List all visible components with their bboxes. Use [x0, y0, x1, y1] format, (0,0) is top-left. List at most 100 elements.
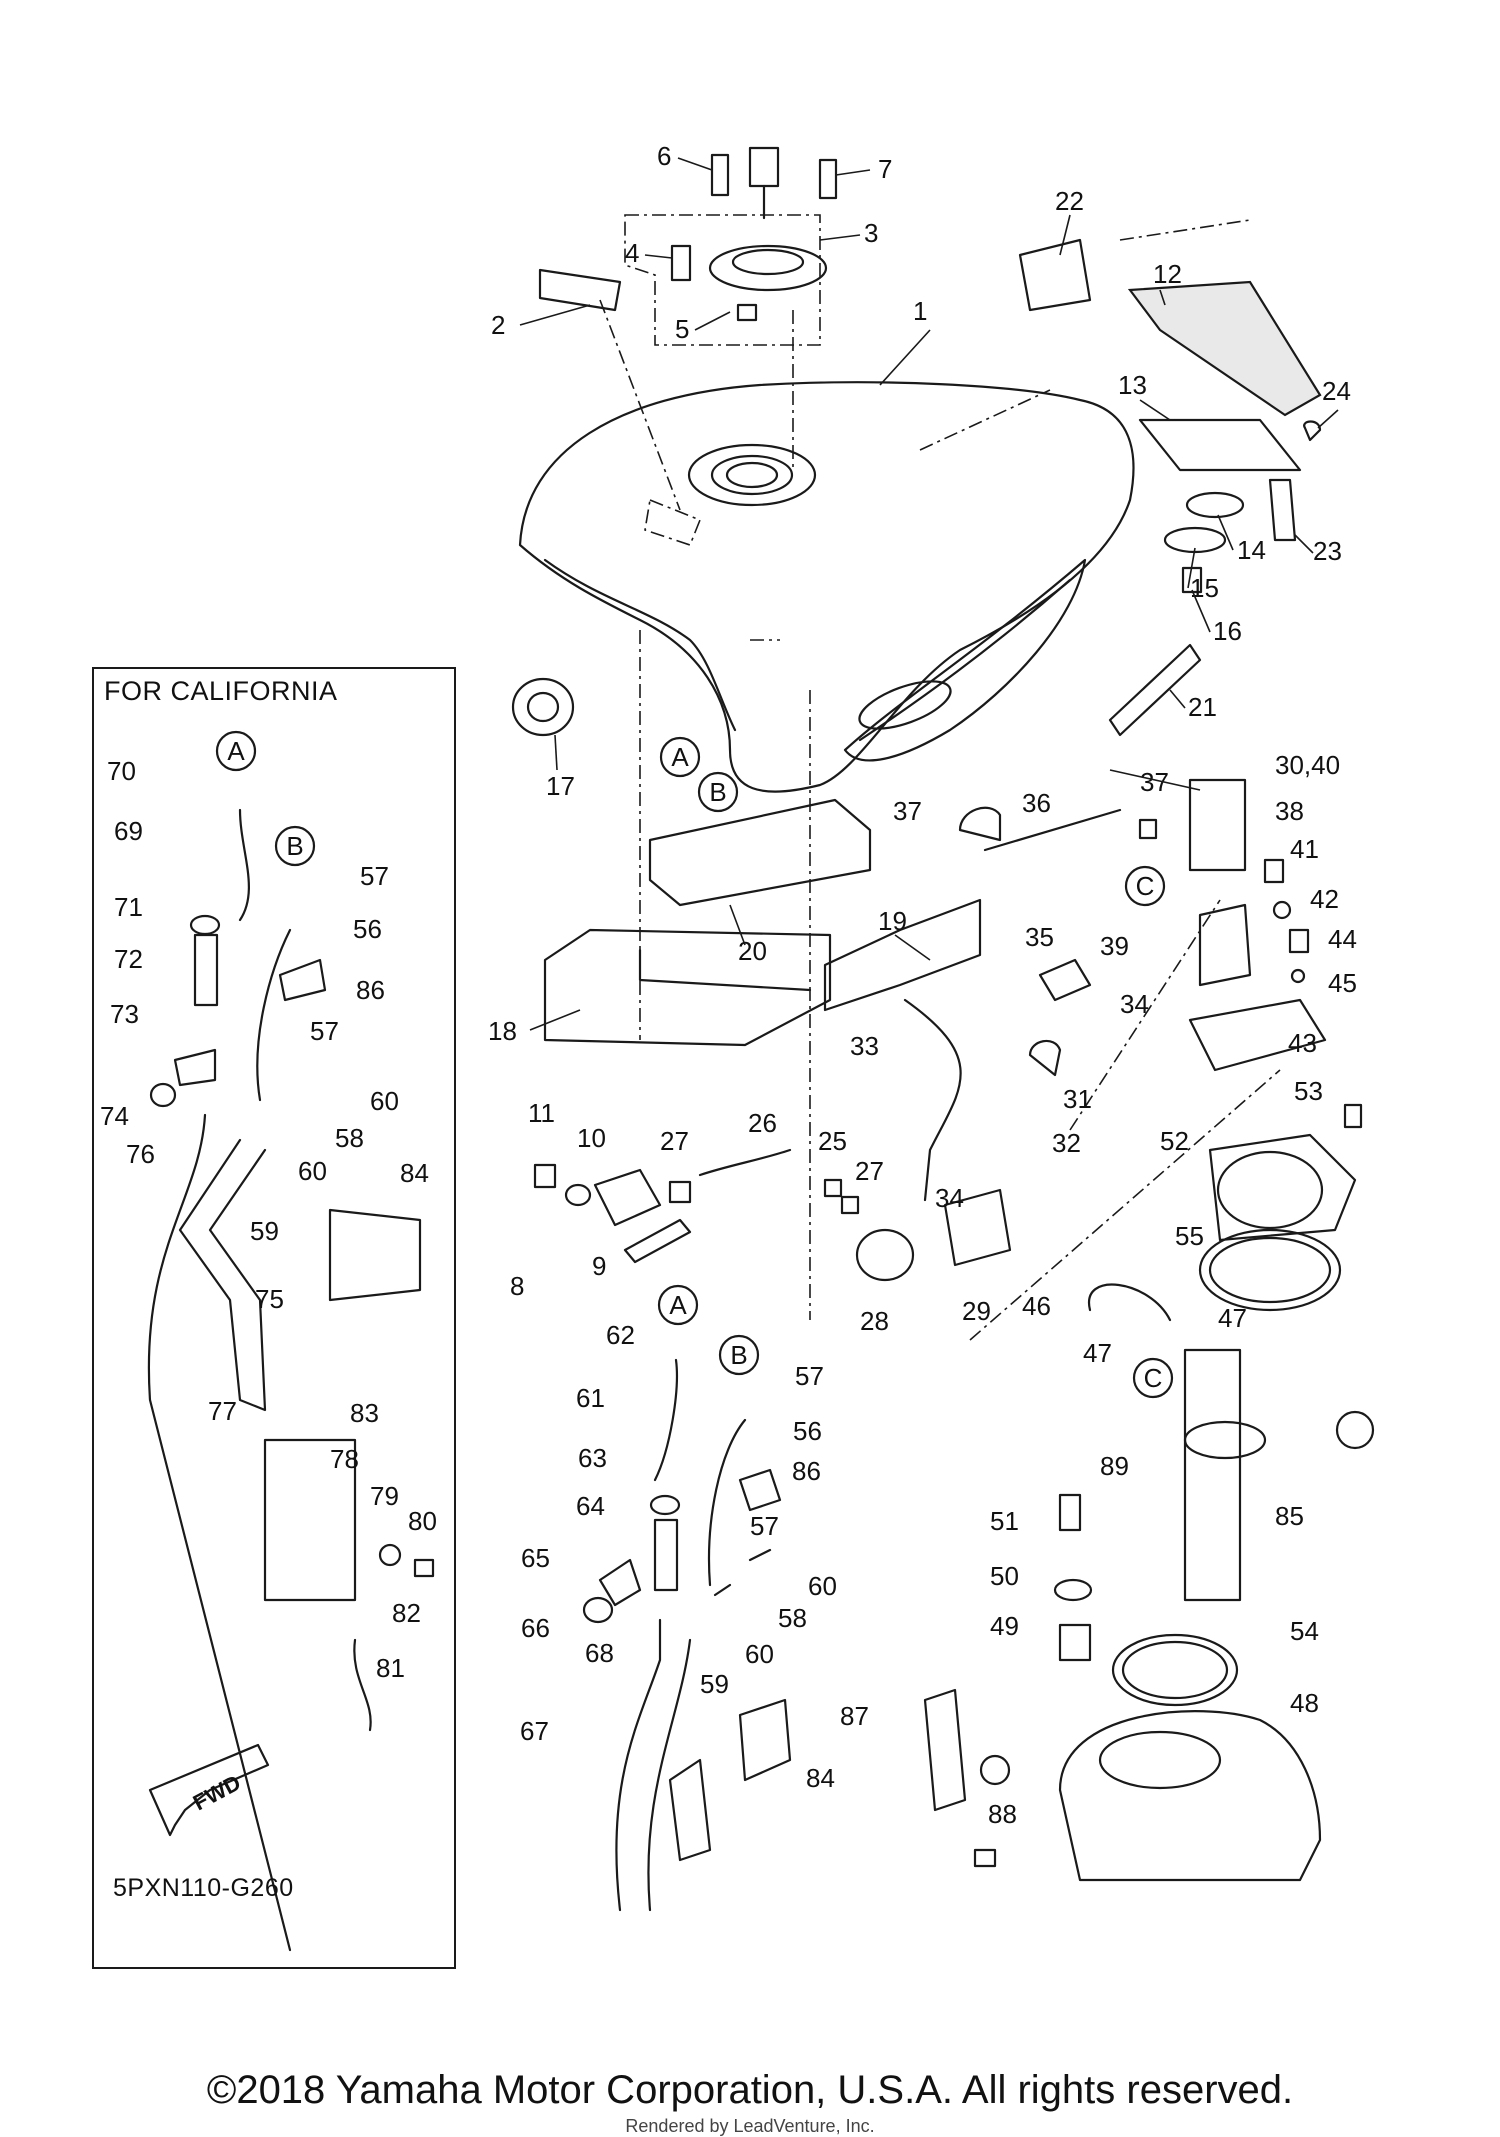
callout-48: 48: [1290, 1688, 1319, 1718]
side-cover-parts: [1018, 219, 1322, 737]
callout-16: 16: [1213, 616, 1242, 646]
callout-35: 35: [1025, 922, 1054, 952]
callout-58b: 58: [335, 1123, 364, 1153]
callout-24: 24: [1322, 376, 1351, 406]
callout-72: 72: [114, 944, 143, 974]
callout-86b: 86: [356, 975, 385, 1005]
callout-82: 82: [392, 1598, 421, 1628]
callout-5: 5: [675, 314, 689, 344]
callout-numbers: 1 2 3 4 5 6 7 8 9 10 11 12 13 14 15 16 1…: [100, 141, 1357, 1829]
callout-42: 42: [1310, 884, 1339, 914]
callout-60: 60: [808, 1571, 837, 1601]
svg-text:C: C: [1136, 871, 1155, 901]
callout-33: 33: [850, 1031, 879, 1061]
callout-47: 47: [1218, 1303, 1247, 1333]
svg-text:B: B: [286, 831, 303, 861]
callout-60d: 60: [298, 1156, 327, 1186]
fuel-pump-assembly: [923, 778, 1375, 1882]
callout-36: 36: [1022, 788, 1051, 818]
ref-letter-C-pump: C: [1132, 1357, 1174, 1399]
callout-76: 76: [126, 1139, 155, 1169]
callout-32: 32: [1052, 1128, 1081, 1158]
callout-79: 79: [370, 1481, 399, 1511]
callout-87: 87: [840, 1701, 869, 1731]
callout-30-40: 30,40: [1275, 750, 1340, 780]
svg-text:A: A: [227, 736, 245, 766]
callout-68: 68: [585, 1638, 614, 1668]
callout-84b: 84: [806, 1763, 835, 1793]
callout-9: 9: [592, 1251, 606, 1281]
callout-41: 41: [1290, 834, 1319, 864]
callout-14: 14: [1237, 535, 1266, 565]
callout-80: 80: [408, 1506, 437, 1536]
callout-69: 69: [114, 816, 143, 846]
callout-38: 38: [1275, 796, 1304, 826]
callout-34b: 34: [935, 1183, 964, 1213]
callout-10: 10: [577, 1123, 606, 1153]
callout-57d: 57: [750, 1511, 779, 1541]
callout-47b: 47: [1083, 1338, 1112, 1368]
callout-57b: 57: [360, 861, 389, 891]
callout-74: 74: [100, 1101, 129, 1131]
callout-31: 31: [1063, 1084, 1092, 1114]
callout-52: 52: [1160, 1126, 1189, 1156]
callout-13: 13: [1118, 370, 1147, 400]
diagram-code: 5PXN110-G260: [113, 1874, 294, 1902]
callout-57: 57: [795, 1361, 824, 1391]
ref-letter-C-pump-top: C: [1124, 865, 1166, 907]
callout-70: 70: [107, 756, 136, 786]
fuel-cock-parts: [533, 998, 1012, 1282]
callout-63: 63: [578, 1443, 607, 1473]
callout-64: 64: [576, 1491, 605, 1521]
rubber-pads: [511, 630, 982, 1320]
callout-1: 1: [913, 296, 927, 326]
callout-49: 49: [990, 1611, 1019, 1641]
callout-17: 17: [546, 771, 575, 801]
callout-65: 65: [521, 1543, 550, 1573]
callout-25: 25: [818, 1126, 847, 1156]
ref-letter-B-tank: B: [697, 771, 739, 813]
california-box-title: FOR CALIFORNIA: [104, 676, 338, 706]
callout-84: 84: [400, 1158, 429, 1188]
callout-54: 54: [1290, 1616, 1319, 1646]
callout-62: 62: [606, 1320, 635, 1350]
callout-21: 21: [1188, 692, 1217, 722]
callout-67: 67: [520, 1716, 549, 1746]
callout-78: 78: [330, 1444, 359, 1474]
svg-text:B: B: [709, 777, 726, 807]
callout-86: 86: [792, 1456, 821, 1486]
callout-61: 61: [576, 1383, 605, 1413]
callout-27: 27: [660, 1126, 689, 1156]
svg-text:A: A: [669, 1290, 687, 1320]
svg-text:A: A: [671, 742, 689, 772]
callout-53: 53: [1294, 1076, 1323, 1106]
callout-59b: 59: [250, 1216, 279, 1246]
callout-18: 18: [488, 1016, 517, 1046]
callout-55: 55: [1175, 1221, 1204, 1251]
callout-2: 2: [491, 310, 505, 340]
california-box: [92, 667, 456, 1969]
ref-letter-A-tank: A: [659, 736, 701, 778]
breather-hoses: [582, 1358, 792, 1912]
callout-12: 12: [1153, 259, 1182, 289]
reference-letters: A B A B C C A B: [215, 730, 1174, 1399]
callout-27b: 27: [855, 1156, 884, 1186]
callout-8: 8: [510, 1271, 524, 1301]
callout-66: 66: [521, 1613, 550, 1643]
callout-71: 71: [114, 892, 143, 922]
callout-23: 23: [1313, 536, 1342, 566]
callout-7: 7: [878, 154, 892, 184]
ref-letter-A-box: A: [215, 730, 257, 772]
callout-44: 44: [1328, 924, 1357, 954]
callout-60b: 60: [745, 1639, 774, 1669]
callout-34: 34: [1120, 989, 1149, 1019]
callout-26: 26: [748, 1108, 777, 1138]
callout-28: 28: [860, 1306, 889, 1336]
callout-50: 50: [990, 1561, 1019, 1591]
ref-letter-B-box: B: [274, 825, 316, 867]
callout-19: 19: [878, 906, 907, 936]
rendered-by-note: Rendered by LeadVenture, Inc.: [625, 2116, 875, 2136]
callout-4: 4: [625, 238, 639, 268]
ref-letter-B-main: B: [718, 1334, 760, 1376]
